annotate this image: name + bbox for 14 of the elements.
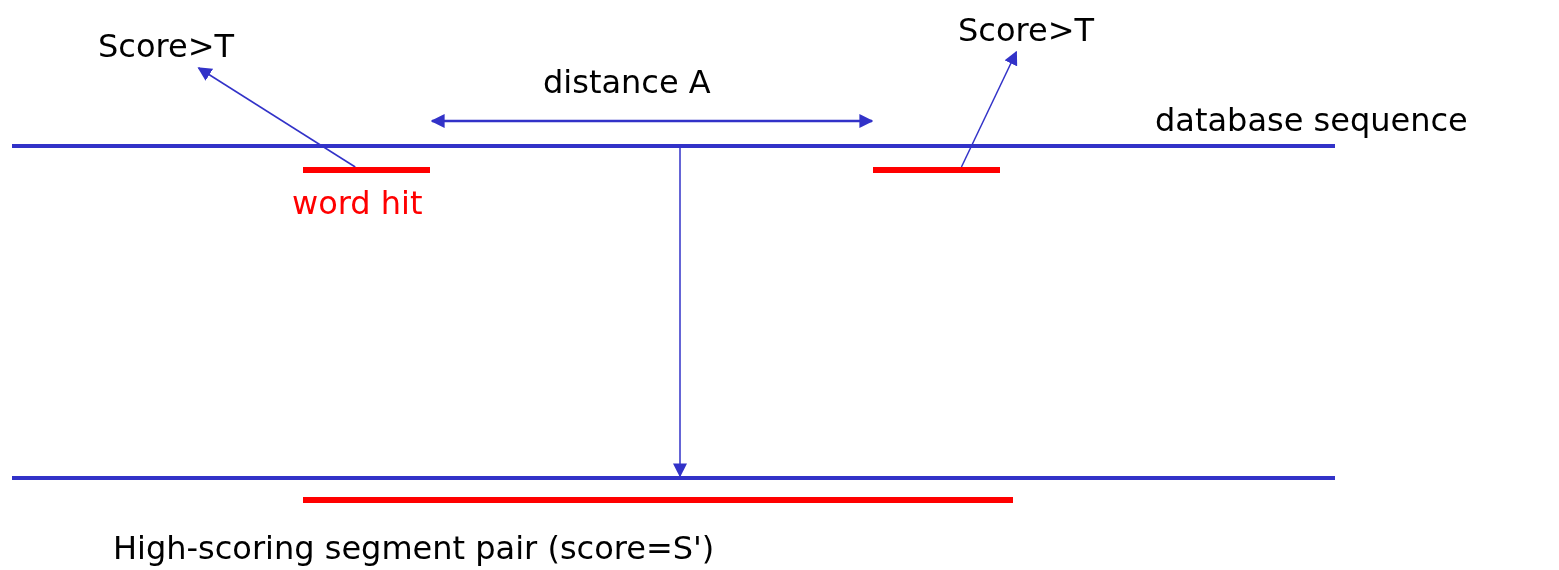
dimension-label: distance A <box>543 62 711 102</box>
arrow <box>960 50 1018 168</box>
sequence-bar <box>12 476 1335 480</box>
segment-bar <box>873 167 1000 173</box>
sequence-bar <box>12 144 1335 148</box>
score-label: Score>T <box>958 8 1138 52</box>
segment-bar <box>303 497 1013 503</box>
node-label: database sequence <box>1155 100 1468 140</box>
node-label: word hit <box>292 183 423 223</box>
arrow <box>197 67 356 168</box>
score-label: Score>T <box>98 24 276 68</box>
arrow <box>673 147 687 478</box>
node-label: High-scoring segment pair (score=S') <box>113 528 715 568</box>
segment-bar <box>303 167 430 173</box>
